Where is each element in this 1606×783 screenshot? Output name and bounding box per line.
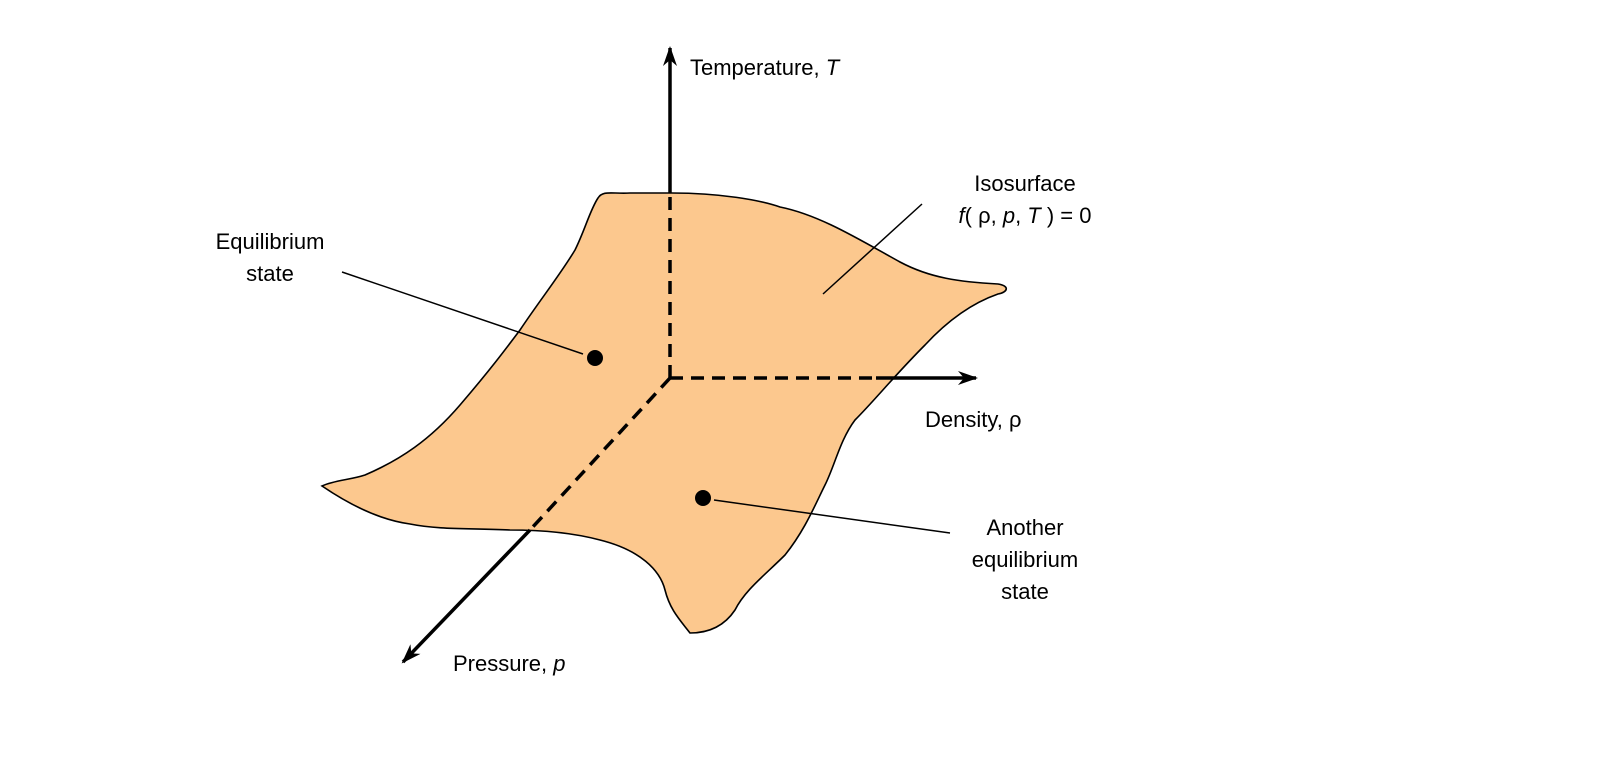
- another-equilibrium-state-point: [695, 490, 711, 506]
- isosurface-leader: [822, 203, 923, 295]
- isosurface-label: Isosurface f( ρ, p, T ) = 0: [958, 171, 1092, 228]
- temperature-axis-label: Temperature, T: [690, 55, 840, 80]
- another-equilibrium-state-label: Another equilibrium state: [971, 515, 1079, 604]
- pressure-axis-label: Pressure, p: [453, 651, 566, 676]
- equilibrium-state-label: Equilibrium state: [215, 229, 325, 286]
- another-equilibrium-leader: [713, 499, 951, 534]
- equilibrium-leader: [341, 271, 584, 355]
- pressure-axis-hidden: [528, 376, 672, 532]
- isosurface-shape: [320, 192, 1008, 634]
- density-axis-label: Density, ρ: [925, 407, 1022, 432]
- equilibrium-state-point: [587, 350, 603, 366]
- pressure-axis: [401, 528, 532, 664]
